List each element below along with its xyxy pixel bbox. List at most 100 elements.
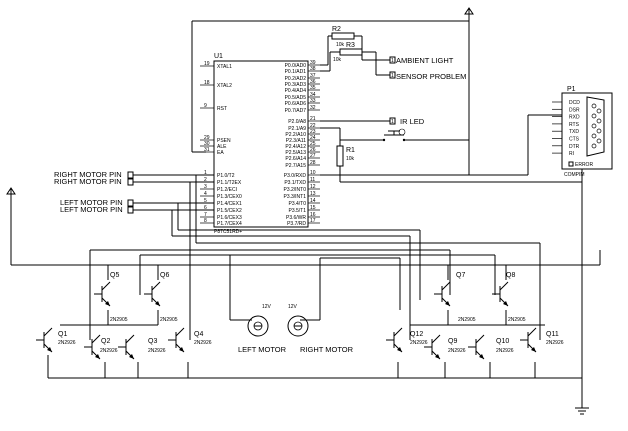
svg-text:1: 1	[391, 73, 394, 79]
transistor-ref: Q6	[160, 272, 169, 279]
label-right-motor: RIGHT MOTOR	[300, 345, 354, 354]
mcu-pin-number: 25	[310, 141, 316, 147]
mcu-pin-number: 29	[204, 135, 210, 141]
mcu-pin-name: P1.5/CEX2	[217, 208, 242, 214]
mcu-pin-number: 4	[204, 191, 207, 197]
mcu-pin-name: P1.7/CEX4	[217, 221, 242, 227]
mcu-pin-name: P0.5/AD5	[285, 95, 307, 101]
mcu-pin-number: 39	[310, 60, 316, 66]
connector-pin-dsr: DSR	[552, 107, 580, 113]
mcu-pin-name: P0.3/AD3	[285, 82, 307, 88]
resistor-r1-value: 10k	[346, 156, 355, 162]
connector-pin-label: RTS	[569, 122, 580, 128]
transistor-part: 2N2926	[448, 348, 466, 354]
mcu-pin-name: P1.0/T2	[217, 173, 235, 179]
mcu-pin-number: 14	[310, 198, 316, 204]
mcu-pin-number: 1	[204, 170, 207, 176]
mcu-pin-name: P1.6/CEX3	[217, 215, 242, 221]
connector-pin-label: DSR	[569, 107, 580, 113]
mcu-pin-number: 24	[310, 135, 316, 141]
transistor-ref: Q12	[410, 331, 423, 338]
mcu-pin-name: P1.4/CEX1	[217, 201, 242, 207]
mcu-pin-name: P3.6/WR	[286, 215, 306, 221]
connector-pin-txd: TXD	[552, 129, 579, 135]
svg-text:1: 1	[391, 119, 394, 125]
transistor-part: 2N2926	[194, 340, 212, 346]
resistor-r3-ref: R3	[346, 42, 355, 49]
ground-symbol	[575, 398, 589, 415]
mcu-pin-number: 27	[310, 153, 316, 159]
connector-part: COMPIM	[564, 172, 585, 178]
motor-pin-terminals	[127, 171, 214, 214]
resistor-r2-ref: R2	[332, 26, 341, 33]
mcu-pin-name: XTAL1	[217, 64, 232, 70]
svg-text:1: 1	[391, 58, 394, 64]
mcu-pin-number: 12	[310, 184, 316, 190]
transistor-part: 2N2926	[58, 340, 76, 346]
transistor-ref: Q2	[101, 338, 110, 345]
transistor-ref: Q3	[148, 338, 157, 345]
mcu-pin-name: P3.3/INT1	[283, 194, 306, 200]
resistor-r3-value: 10k	[333, 57, 342, 63]
label-ambient-light: AMBIENT LIGHT	[396, 56, 454, 65]
power-symbol-left	[6, 187, 16, 198]
mcu-pin-name: P3.5/T1	[288, 208, 306, 214]
connector-pin-rxd: RXD	[552, 115, 580, 121]
mcu-pin-name: P2.7/A15	[285, 163, 306, 169]
resistor-r2-body	[331, 32, 355, 40]
mcu-part: P87C51RD+	[214, 229, 242, 235]
wires-top	[191, 14, 583, 398]
mcu-pin-number: 22	[310, 123, 316, 129]
mcu-pin-name: XTAL2	[217, 83, 232, 89]
mcu-pin-name: P3.4/T0	[288, 201, 306, 207]
mcu-pin-number: 34	[310, 92, 316, 98]
terminal-ir-led: 1	[389, 117, 396, 125]
mcu-body	[213, 60, 309, 228]
label-left-motor: LEFT MOTOR	[238, 345, 287, 354]
transistor-part: 2N2905	[508, 317, 526, 323]
left-motor-voltage: 12V	[262, 304, 272, 310]
mcu-pin-name: P1.2/ECI	[217, 187, 237, 193]
connector-pin-cts: CTS	[552, 137, 580, 143]
mcu-pin-number: 8	[204, 218, 207, 224]
transistor-part: 2N2926	[546, 340, 564, 346]
connector-pin-ri: RI	[552, 151, 574, 157]
mcu-pin-number: 35	[310, 85, 316, 91]
mcu-pin-name: P0.6/AD6	[285, 101, 307, 107]
mcu-pin-name: P1.3/CEX0	[217, 194, 242, 200]
label-left-motor-pin-1: LEFT MOTOR PIN	[60, 198, 123, 207]
resistor-r1-body	[336, 145, 344, 167]
label-ir-led: IR LED	[400, 117, 425, 126]
mcu-pin-name: RST	[217, 106, 227, 112]
mcu-pin-number: 18	[204, 80, 210, 86]
connector-pin-label: RI	[569, 151, 574, 157]
